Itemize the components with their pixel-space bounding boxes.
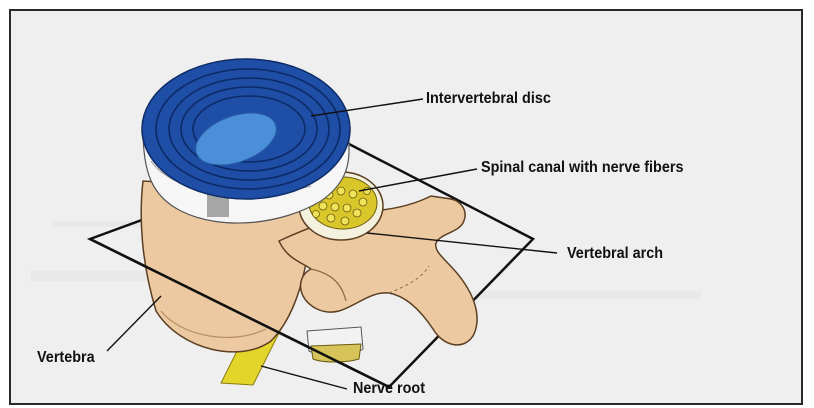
label-vertebra: Vertebra [37, 349, 95, 367]
label-vertebral-arch: Vertebral arch [567, 245, 663, 263]
diagram-frame: Intervertebral disc Spinal canal with ne… [9, 9, 803, 405]
label-spinal-canal: Spinal canal with nerve fibers [481, 159, 683, 177]
intervertebral-disc [142, 59, 350, 199]
label-nerve-root: Nerve root [353, 380, 425, 398]
label-intervertebral-disc: Intervertebral disc [426, 90, 551, 108]
spine-illustration [11, 11, 801, 403]
